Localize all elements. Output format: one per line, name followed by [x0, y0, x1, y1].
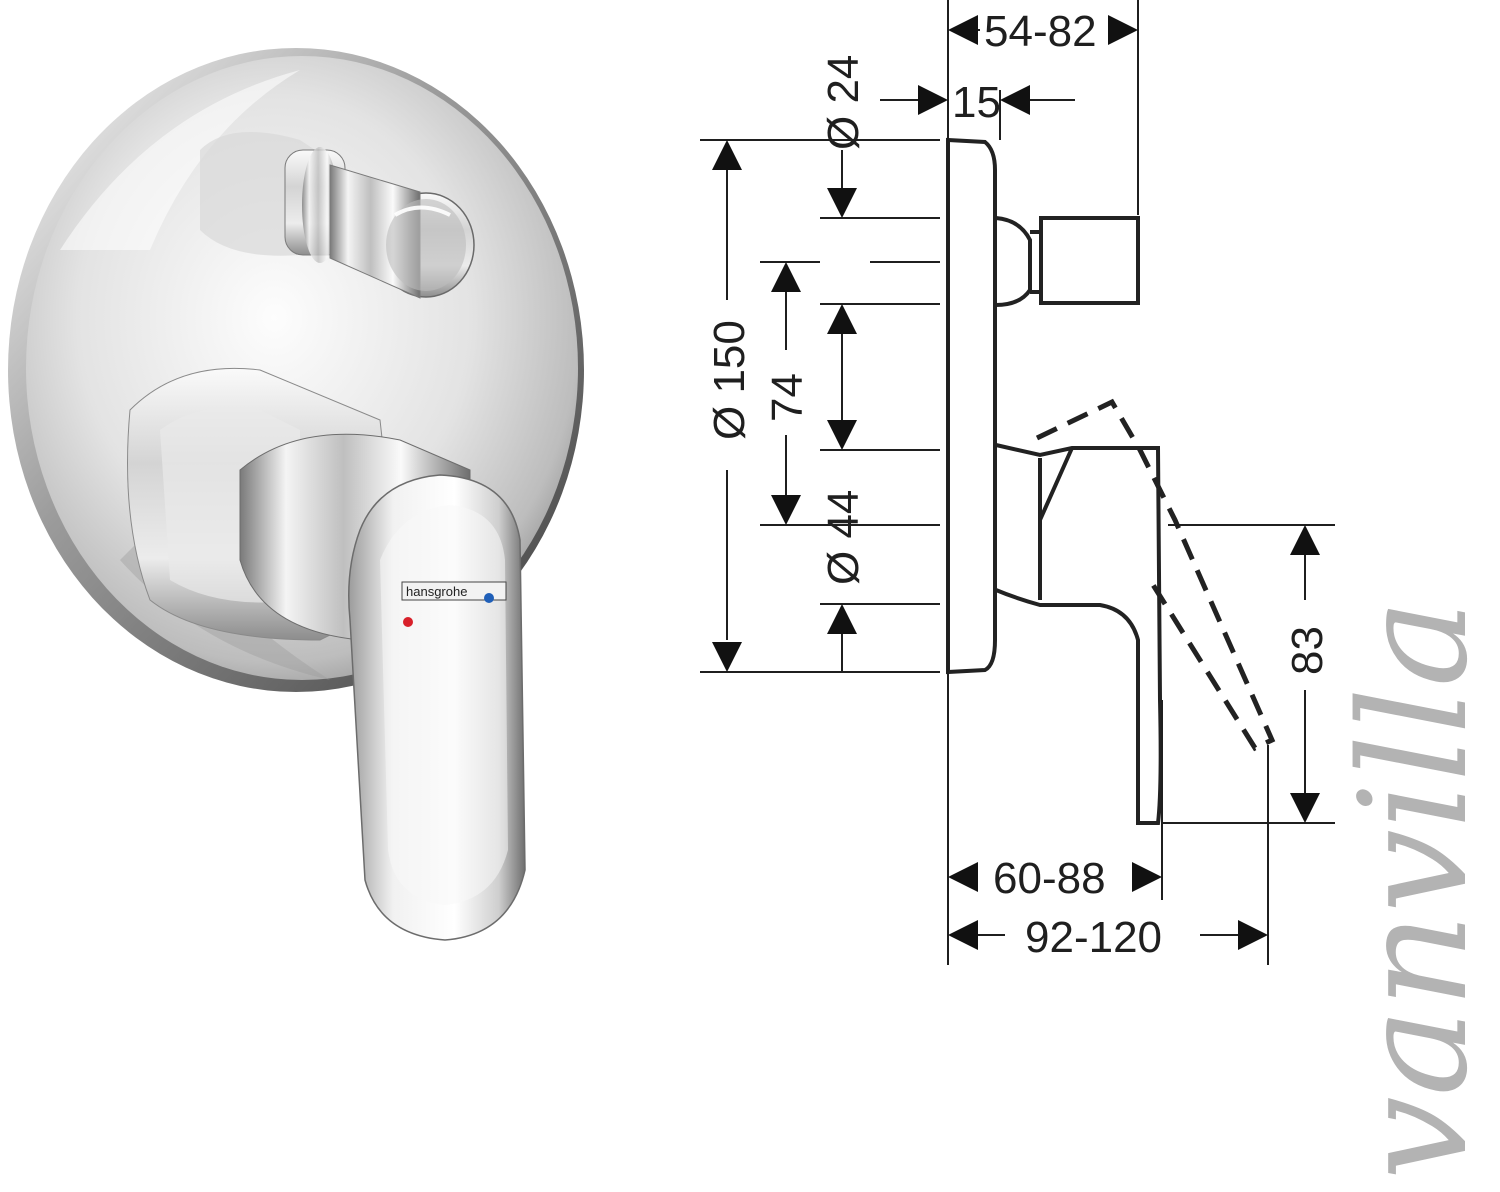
- diverter-knob: [200, 132, 475, 299]
- dim-60-88: 60-88: [993, 854, 1106, 903]
- diverter-stem: [995, 216, 1032, 307]
- brand-label-box: [401, 581, 507, 601]
- plate-reflection: [60, 70, 300, 250]
- technical-drawing: 54-82 15 Ø 24 Ø 150 74 Ø 44 83: [700, 0, 1335, 965]
- product-photo: hansgrohe: [8, 48, 584, 941]
- hot-indicator-dot: [403, 617, 413, 627]
- dim-83: 83: [1283, 626, 1332, 675]
- dim-diameter-24: Ø 24: [819, 55, 868, 150]
- dim-54-82: 54-82: [984, 7, 1097, 56]
- dim-diameter-44: Ø 44: [819, 490, 868, 585]
- cold-indicator-dot: [484, 593, 494, 603]
- lever-swing-dashed: [1035, 398, 1276, 752]
- dim-15: 15: [952, 78, 1001, 127]
- lever-body-profile: [995, 443, 1163, 825]
- diverter-knob-profile: [1039, 216, 1140, 305]
- dim-diameter-150: Ø 150: [705, 320, 754, 440]
- watermark: vanvilla: [1328, 599, 1500, 1180]
- dim-74: 74: [763, 373, 812, 422]
- plate-profile: [946, 137, 997, 675]
- brand-label: hansgrohe: [406, 584, 467, 599]
- dim-92-120: 92-120: [1025, 913, 1162, 962]
- mixer-lever: hansgrohe: [348, 474, 526, 941]
